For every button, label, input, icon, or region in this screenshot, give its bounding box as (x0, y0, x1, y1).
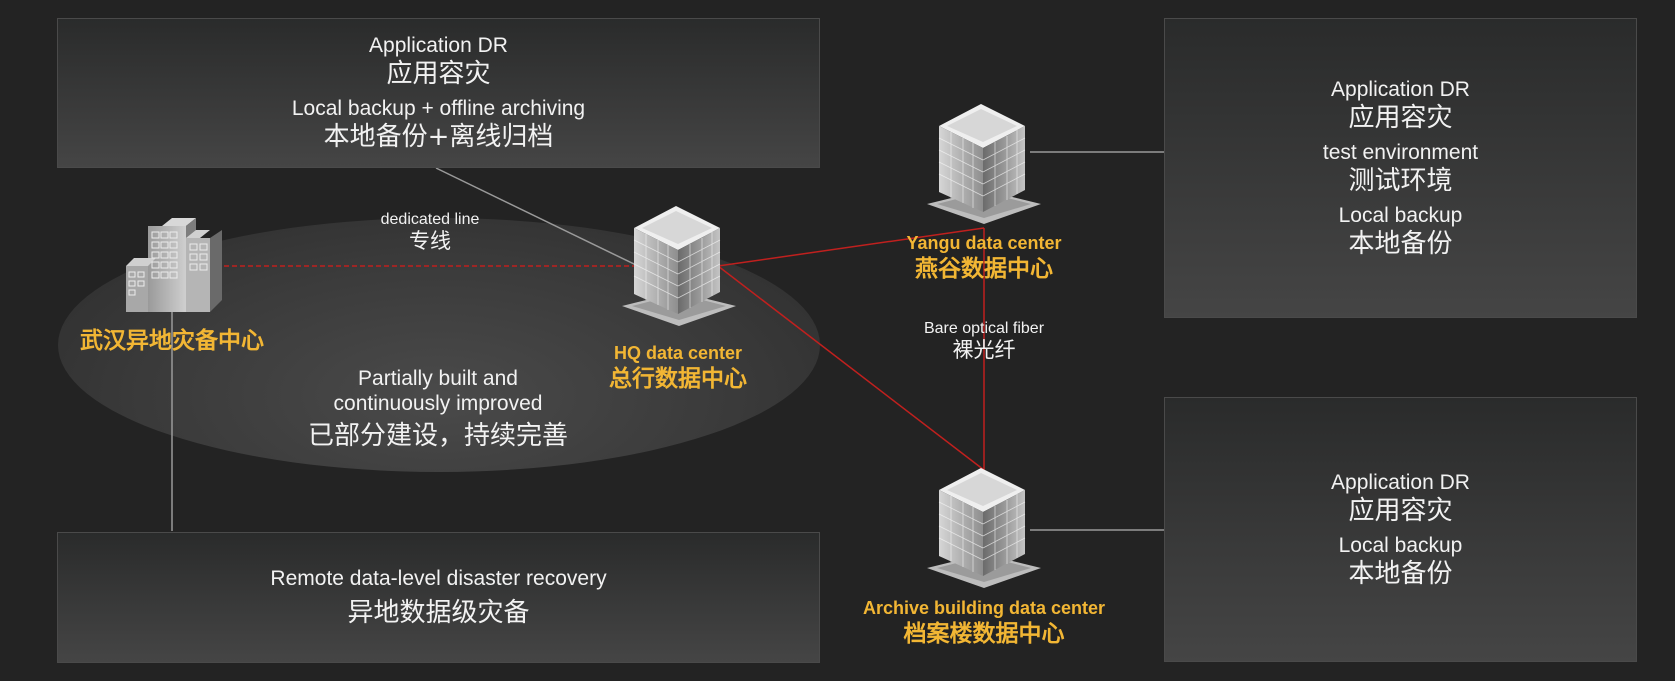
node-name-zh: 武汉异地灾备中心 (80, 328, 264, 354)
node-label-yangu: Yangu data center 燕谷数据中心 (874, 232, 1094, 284)
panel-text: Local backup (1338, 533, 1463, 557)
datacenter-building-icon (622, 206, 736, 326)
panel-text: Local backup + offline archiving (291, 97, 586, 120)
node-name-zh: 燕谷数据中心 (915, 256, 1053, 282)
panel-text: Application DR (369, 34, 508, 57)
panel-text: 异地数据级灾备 (347, 598, 530, 628)
panel-text: 测试环境 (1348, 165, 1453, 196)
datacenter-building-icon (927, 104, 1041, 224)
panel-yangu-services: Application DR 应用容灾 test environment 测试环… (1164, 18, 1637, 318)
panel-text: Local backup (1338, 203, 1463, 227)
node-label-archive: Archive building data center 档案楼数据中心 (834, 597, 1134, 649)
link-label-dedicated: dedicated line 专线 (350, 210, 510, 254)
link-name-en: Bare optical fiber (923, 320, 1045, 337)
node-name-en: Yangu data center (906, 233, 1062, 253)
link-label-fiber: Bare optical fiber 裸光纤 (899, 319, 1069, 363)
node-name-en: Archive building data center (862, 598, 1106, 618)
node-label-wuhan: 武汉异地灾备中心 (70, 326, 274, 356)
panel-text: Application DR (1331, 77, 1470, 101)
note-en-line2: continuously improved (333, 392, 543, 415)
link-name-zh: 专线 (409, 229, 451, 253)
link-name-en: dedicated line (380, 211, 480, 228)
link-name-zh: 裸光纤 (952, 338, 1016, 362)
node-name-zh: 档案楼数据中心 (903, 621, 1065, 647)
panel-wuhan-services: Remote data-level disaster recovery 异地数据… (57, 532, 820, 663)
panel-text: 本地备份+离线归档 (323, 122, 554, 152)
panel-hq-services: Application DR 应用容灾 Local backup + offli… (57, 18, 820, 168)
panel-text: 应用容灾 (1348, 495, 1453, 526)
note-zh: 已部分建设，持续完善 (307, 421, 568, 451)
panel-text: 本地备份 (1348, 228, 1453, 259)
panel-text: test environment (1322, 140, 1479, 164)
node-name-zh: 总行数据中心 (609, 366, 747, 392)
panel-text: 本地备份 (1348, 558, 1453, 589)
note-en-line1: Partially built and (358, 367, 518, 390)
link-hq-to-yangu (717, 227, 985, 267)
panel-text: Application DR (1331, 470, 1470, 494)
node-label-hq: HQ data center 总行数据中心 (578, 342, 778, 394)
ellipse-note: Partially built and continuously improve… (288, 366, 588, 452)
connector-top-left-panel-to-hq (435, 167, 637, 266)
node-name-en: HQ data center (613, 343, 743, 363)
panel-text: Remote data-level disaster recovery (270, 567, 607, 590)
panel-text: 应用容灾 (1348, 102, 1453, 133)
panel-text: 应用容灾 (386, 59, 491, 89)
link-hq-to-archive (717, 265, 985, 471)
datacenter-building-icon (927, 468, 1041, 588)
panel-archive-services: Application DR 应用容灾 Local backup 本地备份 (1164, 397, 1637, 662)
office-building-icon (126, 218, 222, 312)
